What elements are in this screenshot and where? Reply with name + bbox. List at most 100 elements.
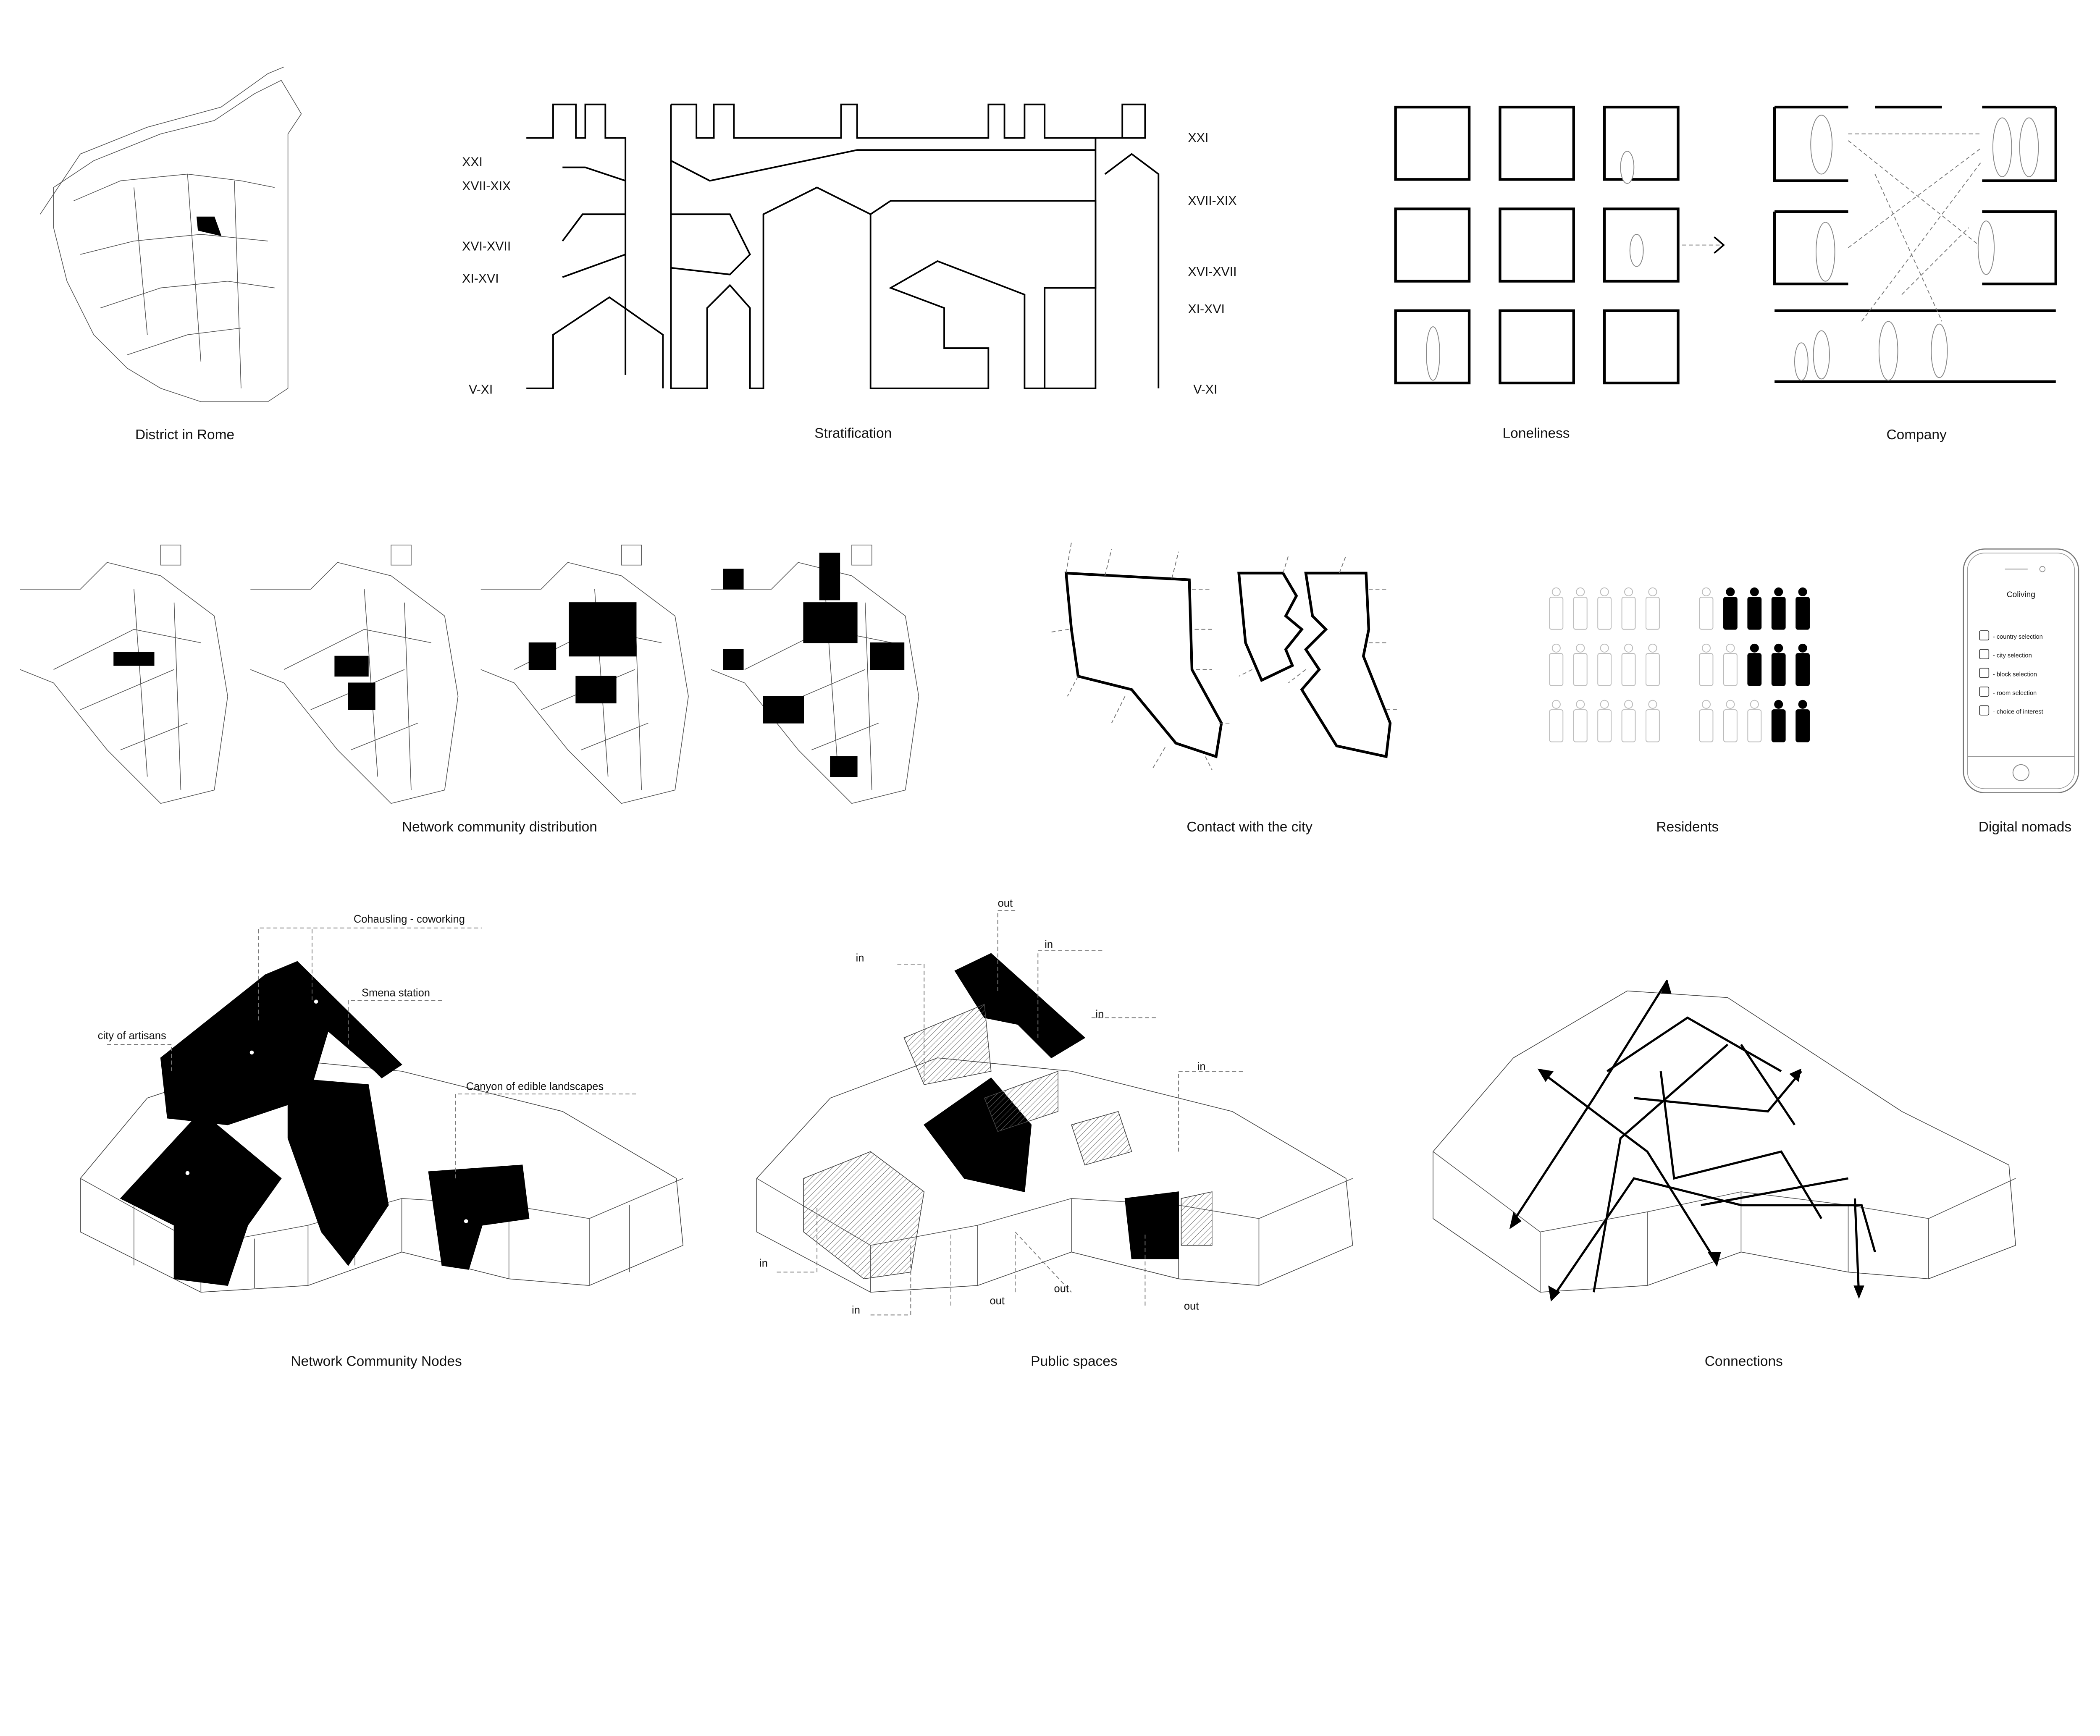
resident-icon [1646, 700, 1660, 742]
phone-menu-item[interactable]: - room selection [1993, 690, 2037, 697]
strat-right-xvi-xvii: XVI-XVII [1188, 265, 1236, 279]
resident-icon [1796, 643, 1810, 686]
stratification-diagram [526, 103, 1160, 389]
label-smena: Smena station [362, 987, 430, 999]
resident-icon [1597, 587, 1612, 630]
caption-public-spaces: Public spaces [1031, 1354, 1117, 1369]
label-artisans: city of artisans [98, 1030, 166, 1041]
label-in: in [1197, 1061, 1206, 1073]
community-node [334, 656, 369, 677]
highlighted-district-block [196, 216, 222, 236]
resident-icon [1699, 587, 1714, 630]
room-box [1394, 207, 1471, 283]
caption-connections: Connections [1705, 1354, 1783, 1369]
room-box [1499, 207, 1575, 283]
resident-icon [1621, 587, 1636, 630]
distribution-map [250, 545, 459, 804]
community-node [528, 642, 556, 670]
phone-menu-item[interactable]: - choice of interest [1993, 709, 2043, 716]
caption-company: Company [1887, 427, 1947, 443]
label-in: in [1095, 1008, 1104, 1020]
label-in: in [852, 1304, 860, 1316]
community-node [870, 642, 905, 670]
public-space-labels: out in in in in in in out out out [759, 897, 1206, 1316]
room-box [1603, 105, 1680, 181]
resident-icon [1597, 643, 1612, 686]
phone-menu-item[interactable]: - city selection [1993, 653, 2032, 659]
caption-district: District in Rome [135, 427, 234, 443]
caption-nodes: Network Community Nodes [291, 1354, 462, 1369]
resident-icon [1723, 587, 1738, 630]
strat-right-xvii-xix: XVII-XIX [1188, 194, 1236, 208]
community-node [575, 676, 617, 703]
resident-icon [1549, 643, 1564, 686]
leaf-icon [1979, 705, 1990, 716]
buildings-icon [1979, 649, 1990, 659]
district-map [39, 66, 302, 402]
room-box [1394, 309, 1471, 385]
resident-icon [1796, 587, 1810, 630]
community-node [763, 696, 804, 724]
loneliness-grid [1394, 105, 1680, 385]
strat-left-xvii-xix: XVII-XIX [462, 179, 511, 193]
strat-left-xvi-xvii: XVI-XVII [462, 239, 511, 253]
community-node [819, 553, 840, 601]
resident-icon [1747, 700, 1762, 742]
resident-icon [1621, 700, 1636, 742]
bed-icon [1979, 687, 1990, 697]
resident-icon [1771, 700, 1786, 742]
resident-icon [1747, 643, 1762, 686]
strat-labels-left: XXI XVII-XIX XVI-XVII XI-XVI V-XI [462, 155, 511, 396]
globe-icon [1979, 630, 1990, 641]
community-node [723, 569, 744, 590]
caption-digital-nomads: Digital nomads [1979, 819, 2071, 835]
label-out: out [998, 897, 1013, 909]
label-out: out [990, 1295, 1004, 1307]
contact-diagram [1051, 542, 1400, 771]
distribution-map [20, 545, 228, 804]
phone-mockup: Coliving - country selection - city selec… [1963, 548, 2079, 794]
network-distribution-maps [20, 545, 919, 804]
community-node [830, 756, 858, 777]
label-out: out [1184, 1301, 1199, 1312]
connections-isometric [1433, 979, 2016, 1302]
phone-menu-item[interactable]: - country selection [1993, 634, 2043, 640]
label-in: in [759, 1258, 768, 1269]
label-cohousing: Cohausling - coworking [354, 913, 465, 925]
nodes-isometric [80, 927, 684, 1293]
resident-icon [1699, 700, 1714, 742]
home-button[interactable] [2012, 764, 2029, 781]
strat-right-v-xi: V-XI [1193, 383, 1217, 396]
strat-right-xxi: XXI [1188, 131, 1208, 145]
phone-menu-item[interactable]: - block selection [1993, 671, 2037, 678]
house-icon [1979, 668, 1990, 678]
resident-icon [1573, 587, 1588, 630]
company-diagram [1773, 105, 2057, 383]
resident-icon [1573, 643, 1588, 686]
caption-residents: Residents [1656, 819, 1719, 835]
community-node [113, 652, 155, 666]
resident-icon [1699, 643, 1714, 686]
label-canyon: Canyon of edible landscapes [466, 1081, 604, 1093]
resident-icon [1549, 587, 1564, 630]
label-out: out [1054, 1283, 1069, 1295]
caption-loneliness: Loneliness [1503, 426, 1570, 441]
phone-title: Coliving [2007, 590, 2035, 599]
public-spaces-isometric [756, 910, 1353, 1316]
diagram-sheet: District in Rome XXI XVII-XIX XVI-XVII X… [20, 66, 2079, 1369]
resident-icon [1573, 700, 1588, 742]
resident-icon [1723, 700, 1738, 742]
room-box [1603, 309, 1680, 385]
resident-icon [1796, 700, 1810, 742]
residents-diagram [1549, 587, 1810, 742]
resident-icon [1597, 700, 1612, 742]
person-silhouette [1426, 326, 1440, 381]
strat-left-xi-xvi: XI-XVI [462, 272, 499, 286]
person-silhouette [1620, 151, 1635, 184]
person-silhouette [1629, 234, 1644, 267]
room-box [1394, 105, 1471, 181]
resident-icon [1771, 587, 1786, 630]
room-box [1499, 309, 1575, 385]
community-node [569, 602, 637, 657]
resident-icon [1646, 587, 1660, 630]
